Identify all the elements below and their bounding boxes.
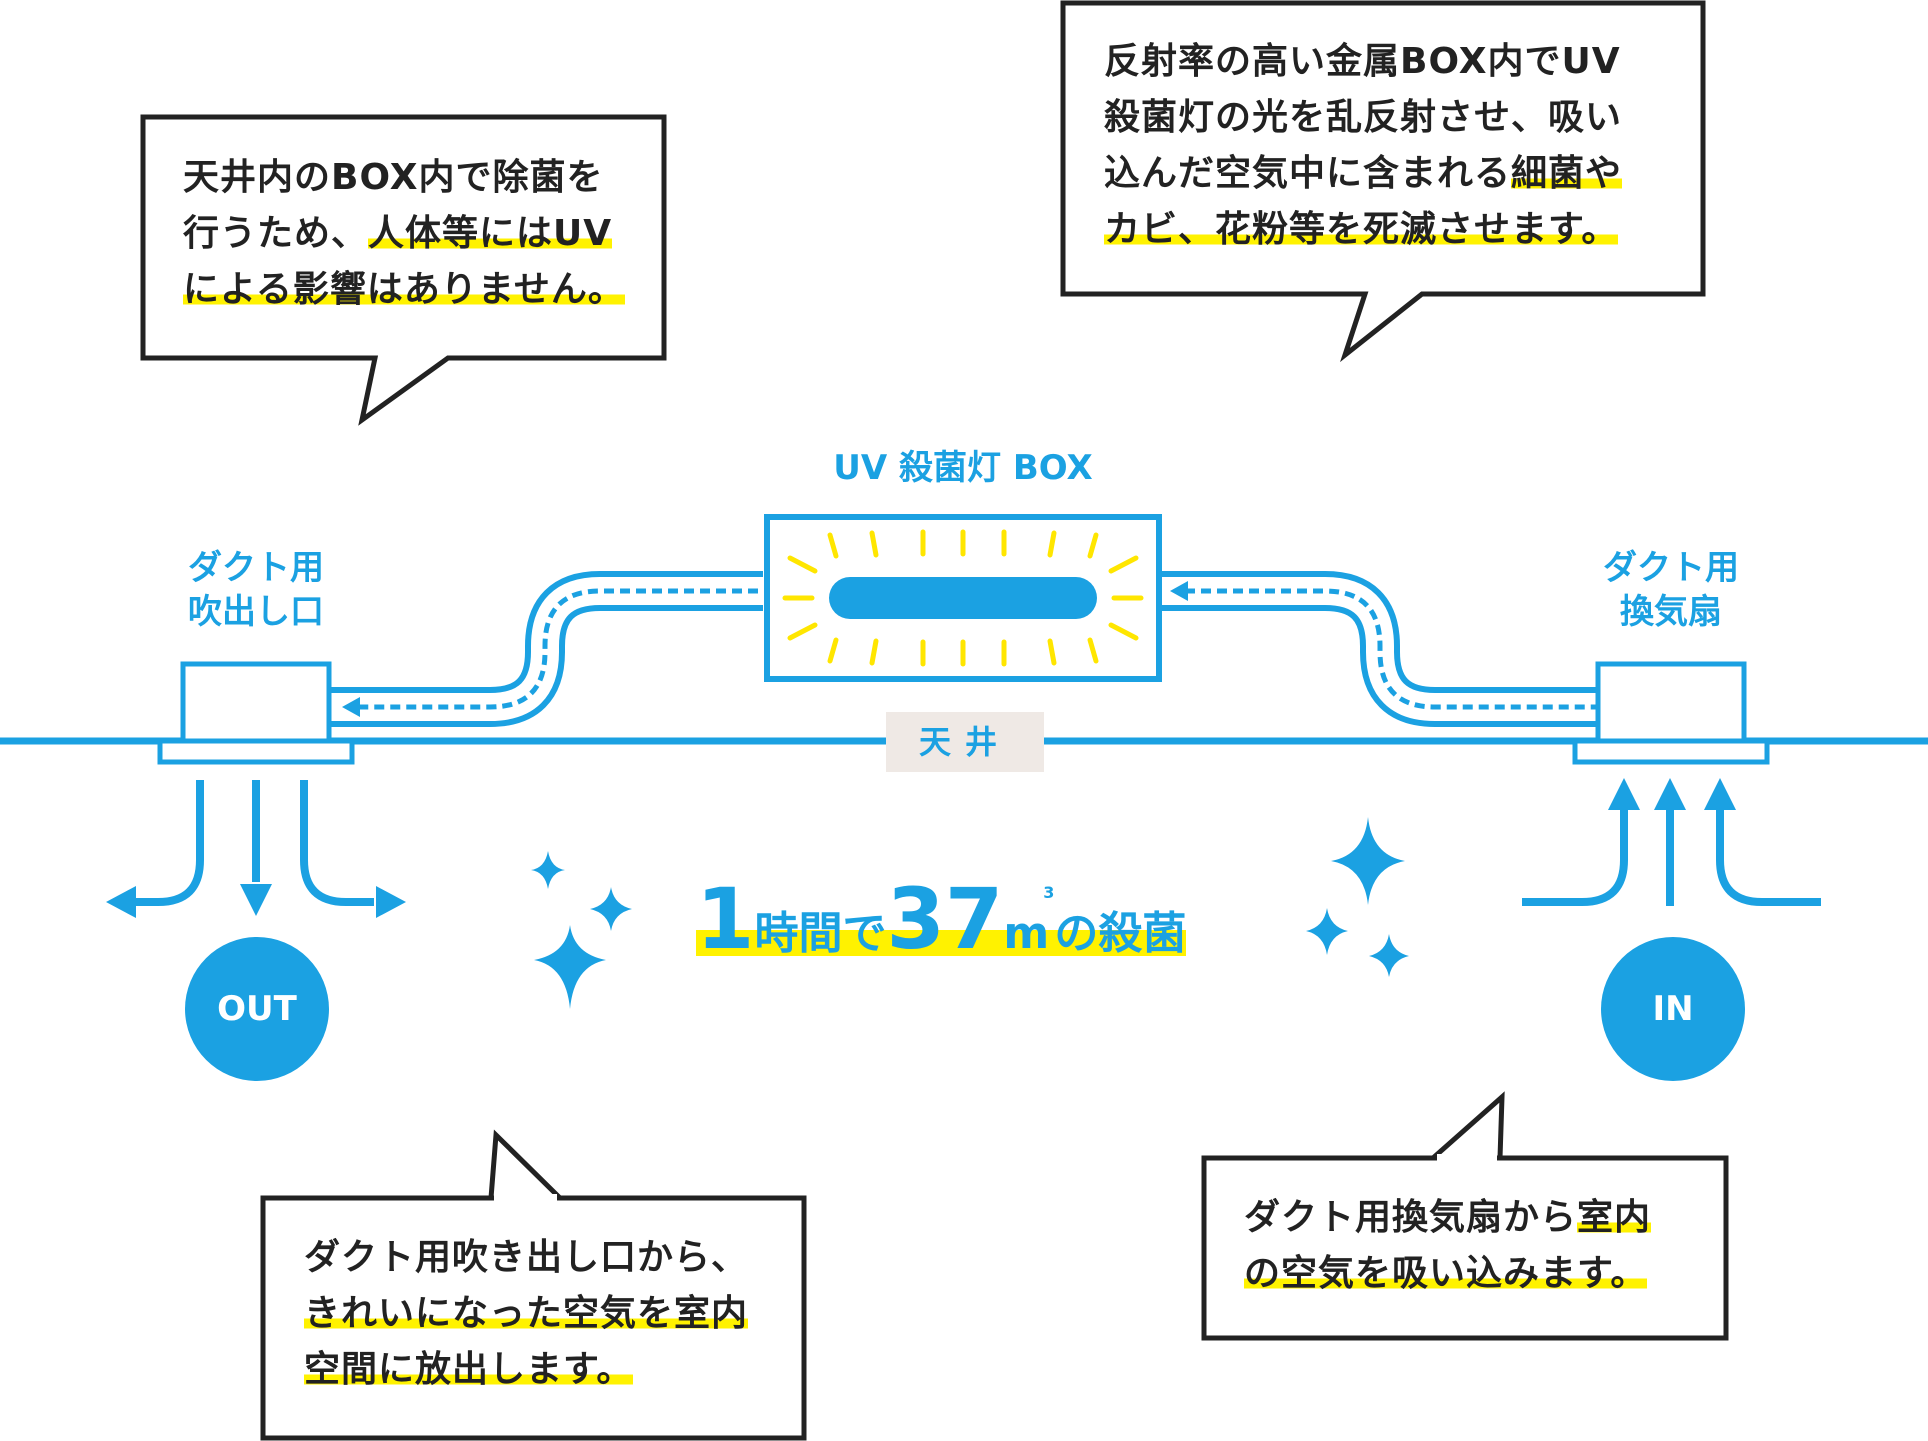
outlet-unit bbox=[180, 661, 332, 744]
headline-unit-exponent: 3 bbox=[1043, 883, 1055, 902]
headline-highlight bbox=[696, 930, 1187, 956]
highlighted-text: きれいになった空気を室内 bbox=[304, 1293, 749, 1334]
bubble-bottom-left: ダクト用吹き出し口から、きれいになった空気を室内空間に放出します。 bbox=[304, 1230, 749, 1398]
headline-hours: 1 bbox=[696, 870, 755, 968]
headline-unit-hours: 時間で bbox=[754, 908, 887, 959]
uv-box-label: UV 殺菌灯 BOX bbox=[833, 448, 1093, 488]
bubble-line: 天井内のBOX内で除菌を bbox=[183, 150, 625, 206]
bubble-text: 込んだ空気中に含まれる bbox=[1104, 153, 1512, 194]
fan-label: ダクト用 換気扇 bbox=[1571, 546, 1771, 634]
in-arrowhead-2 bbox=[1654, 778, 1686, 810]
bubble-line: 込んだ空気中に含まれる細菌や bbox=[1104, 146, 1623, 202]
in-arrowhead-1 bbox=[1608, 778, 1640, 810]
in-arrowhead-3 bbox=[1704, 778, 1736, 810]
uv-lamp bbox=[829, 577, 1097, 619]
bubble-text: 行うため、 bbox=[183, 213, 369, 254]
bubble-line: ダクト用換気扇から室内 bbox=[1244, 1190, 1652, 1246]
sparkle-icon bbox=[531, 851, 565, 889]
sparkle-icon bbox=[534, 925, 606, 1009]
bubble-bottom-right: ダクト用換気扇から室内の空気を吸い込みます。 bbox=[1244, 1190, 1652, 1302]
bubble-line: 空間に放出します。 bbox=[304, 1342, 748, 1398]
out-arrowhead-left bbox=[106, 886, 136, 918]
outlet-label: ダクト用 吹出し口 bbox=[156, 546, 356, 634]
out-arrowhead-right bbox=[376, 886, 406, 918]
bubble-line: 反射率の高い金属BOX内でUV bbox=[1104, 34, 1622, 90]
highlighted-text: 室内 bbox=[1577, 1197, 1652, 1238]
in-badge: IN bbox=[1601, 937, 1745, 1081]
bubble-text: ダクト用吹き出し口から、 bbox=[304, 1237, 749, 1278]
highlighted-text: 人体等にはUV bbox=[368, 213, 613, 254]
duct-right-arrowhead bbox=[1170, 581, 1188, 601]
fan-unit bbox=[1595, 661, 1747, 744]
bubble-text: 天井内のBOX内で除菌を bbox=[183, 157, 604, 198]
out-arrows bbox=[130, 780, 374, 906]
sparkle-icon bbox=[1306, 908, 1348, 955]
bubble-line: 行うため、人体等にはUV bbox=[183, 206, 625, 262]
bubble-top-right-shape bbox=[1060, 0, 1706, 363]
fan-label-line-2: 換気扇 bbox=[1620, 592, 1722, 632]
bubble-text: 反射率の高い金属BOX内でUV bbox=[1104, 41, 1621, 82]
highlighted-text: による影響はありません。 bbox=[183, 269, 625, 310]
highlighted-text: の空気を吸い込みます。 bbox=[1244, 1253, 1648, 1294]
sterilization-rate-headline: 1時間で37m 3 の殺菌 bbox=[696, 870, 1187, 968]
ceiling-label: 天井 bbox=[886, 712, 1044, 772]
outlet-label-line-1: ダクト用 bbox=[188, 548, 324, 588]
bubble-line: の空気を吸い込みます。 bbox=[1244, 1246, 1651, 1302]
headline-volume: 37 bbox=[886, 870, 1004, 968]
lamp-rays bbox=[782, 529, 1144, 667]
duct-left-arrowhead bbox=[342, 697, 360, 717]
highlighted-text: 空間に放出します。 bbox=[304, 1349, 634, 1390]
sparkles bbox=[531, 817, 1409, 1009]
bubble-text: ダクト用換気扇から bbox=[1244, 1197, 1578, 1238]
sparkle-icon bbox=[1369, 934, 1409, 977]
outlet-label-line-2: 吹出し口 bbox=[188, 592, 324, 632]
fan-label-line-1: ダクト用 bbox=[1603, 548, 1739, 588]
bubble-line: ダクト用吹き出し口から、 bbox=[304, 1230, 748, 1286]
out-badge: OUT bbox=[185, 937, 329, 1081]
highlighted-text: 細菌や bbox=[1511, 153, 1623, 194]
bubble-line: きれいになった空気を室内 bbox=[304, 1286, 749, 1342]
bubble-line: による影響はありません。 bbox=[183, 262, 625, 318]
bubble-line: 殺菌灯の光を乱反射させ、吸い bbox=[1104, 90, 1622, 146]
bubble-top-left-shape bbox=[140, 114, 667, 426]
in-arrows bbox=[1522, 808, 1821, 906]
sparkle-icon bbox=[590, 887, 632, 931]
bubble-line: カビ、花粉等を死滅させます。 bbox=[1104, 202, 1622, 258]
headline-unit-volume: m bbox=[1003, 908, 1050, 959]
highlighted-text: カビ、花粉等を死滅させます。 bbox=[1104, 209, 1619, 250]
sparkle-icon bbox=[1331, 817, 1405, 905]
bubble-text: 殺菌灯の光を乱反射させ、吸い bbox=[1104, 97, 1623, 138]
out-arrowhead-down bbox=[240, 884, 272, 916]
fan-grille bbox=[1572, 738, 1770, 765]
outlet-grille bbox=[157, 738, 355, 765]
headline-tail: の殺菌 bbox=[1054, 908, 1187, 959]
